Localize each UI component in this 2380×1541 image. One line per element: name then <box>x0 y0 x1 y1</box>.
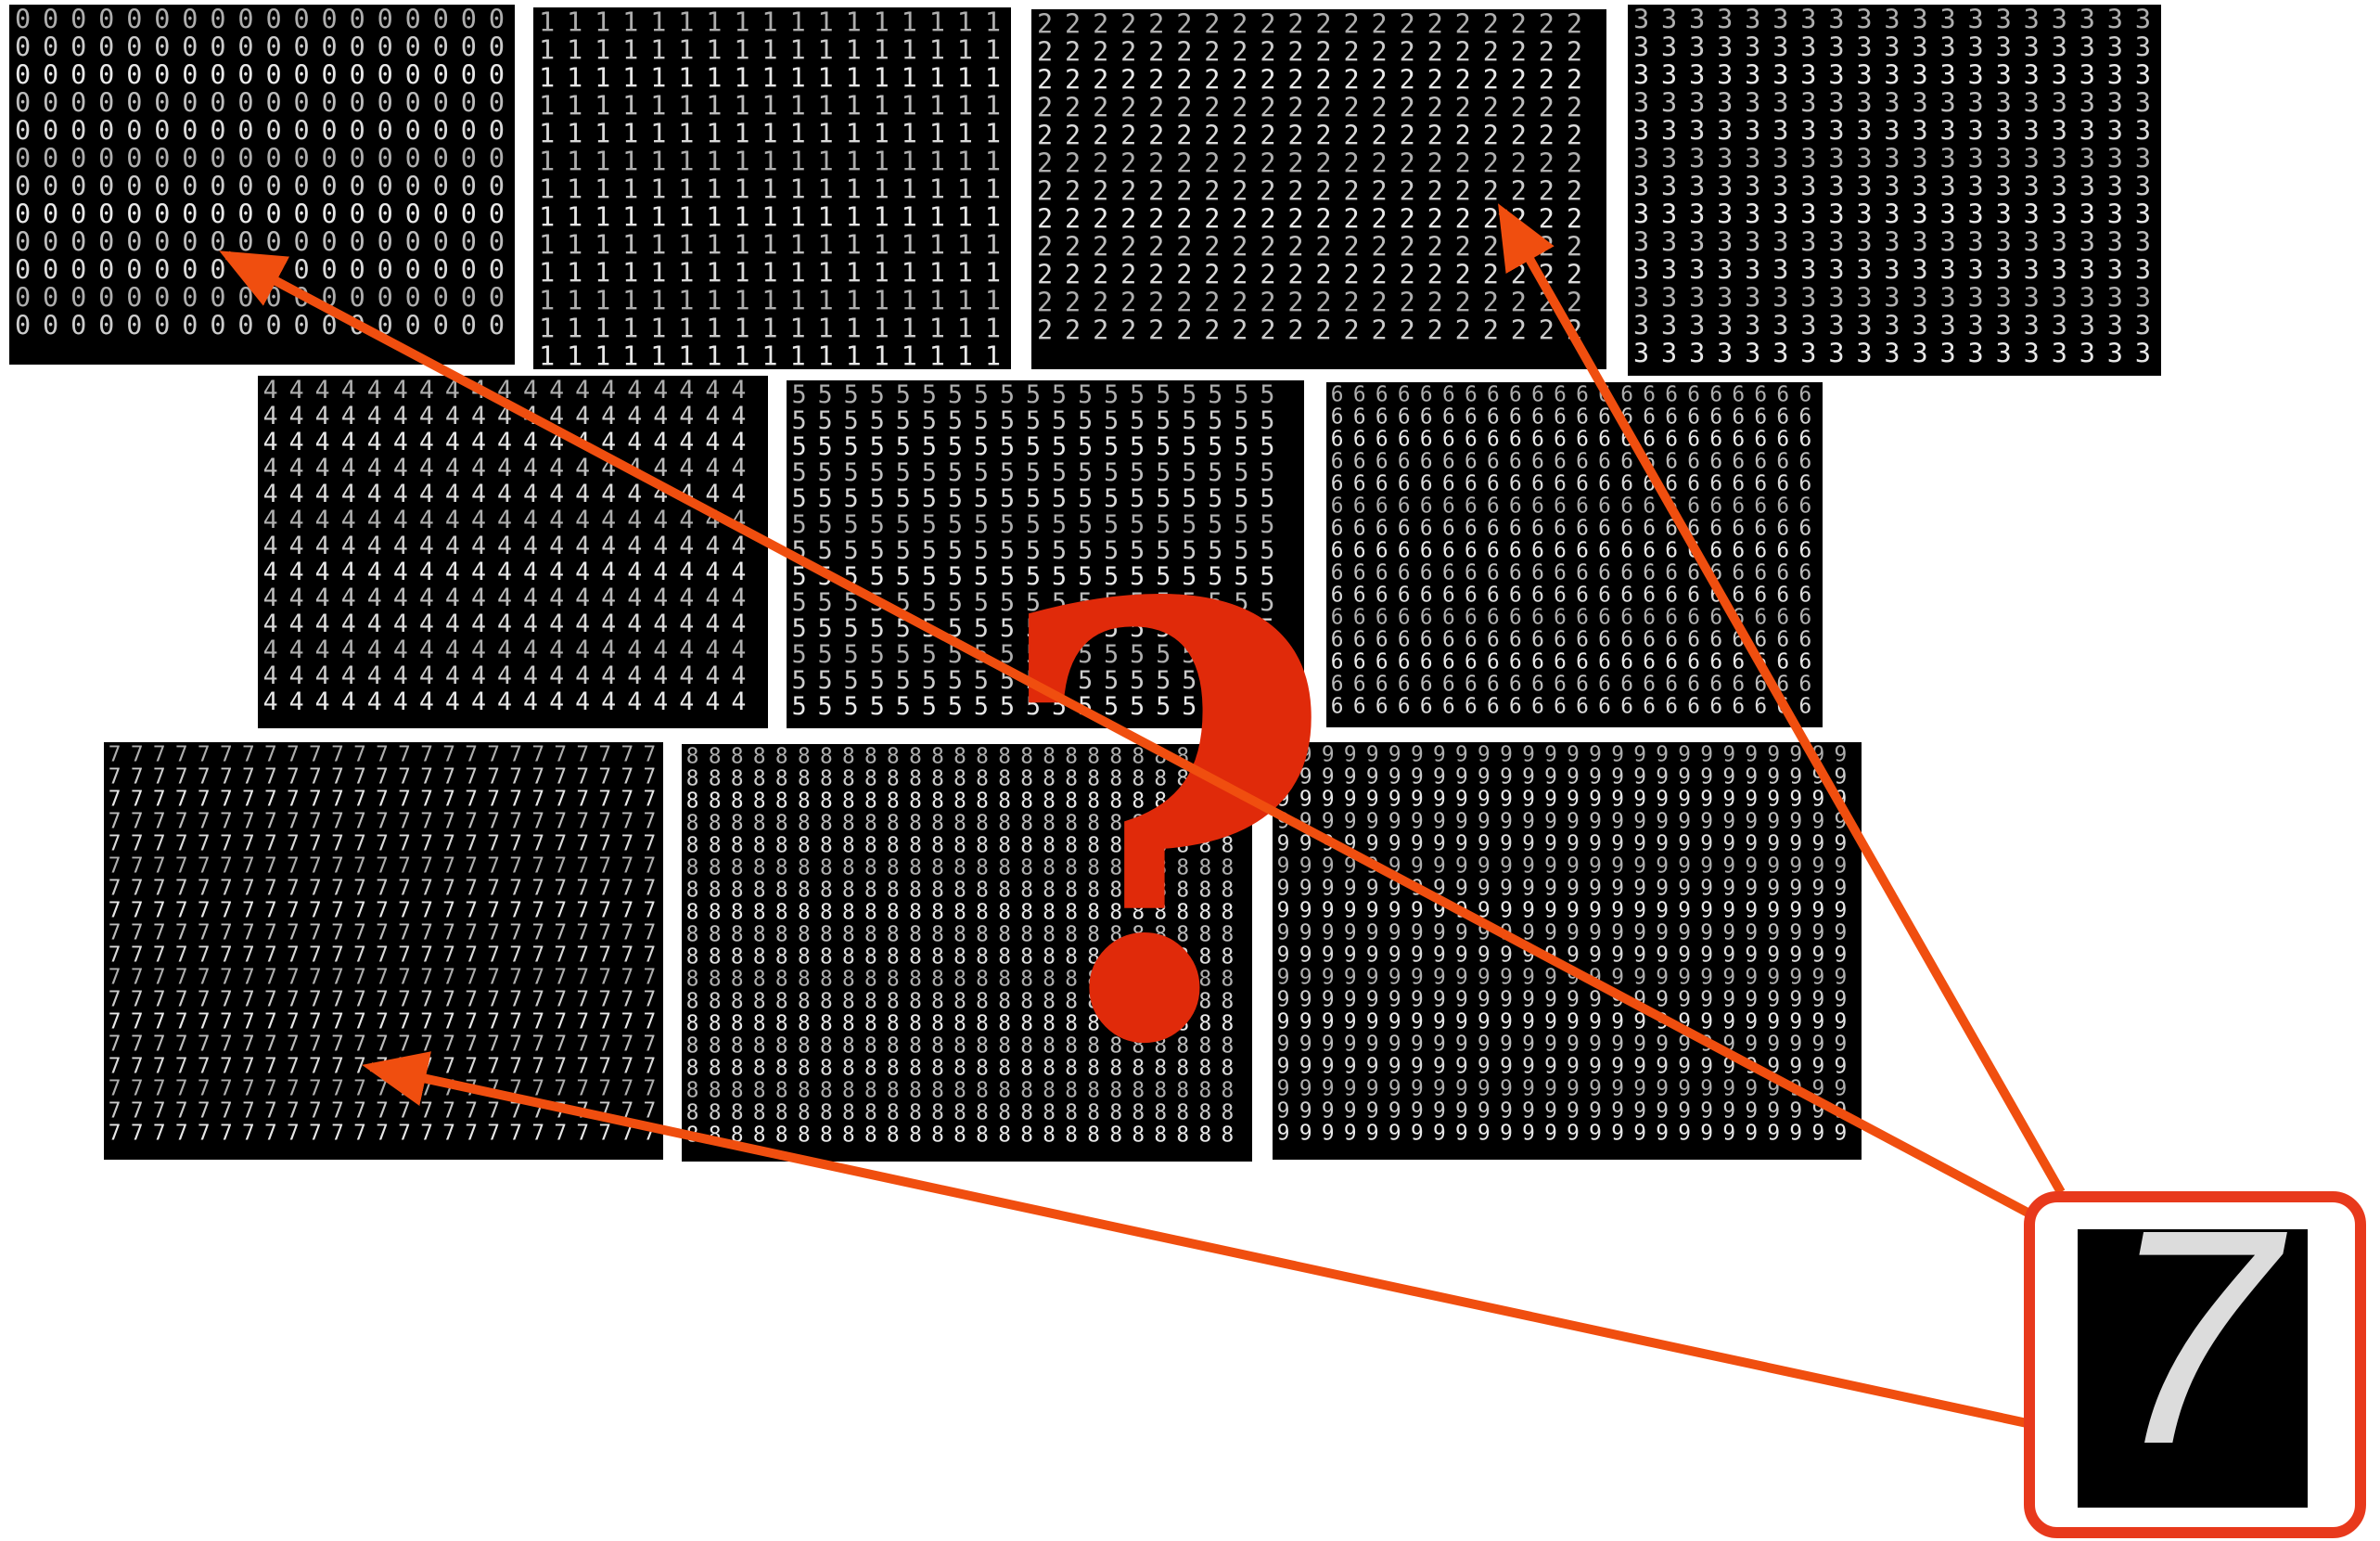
panel-digit-1-row: 11111111111111111 <box>539 174 1001 205</box>
query-digit: 7 <box>2107 1165 2289 1508</box>
panel-digit-2: 2222222222222222222222222222222222222222… <box>1031 9 1606 370</box>
question-mark: ? <box>991 477 1338 1175</box>
panel-digit-1-row: 11111111111111111 <box>539 7 1001 38</box>
panel-digit-1-row: 11111111111111111 <box>539 341 1001 372</box>
panel-digit-1-row: 11111111111111111 <box>539 35 1001 66</box>
panel-digit-9: 9999999999999999999999999999999999999999… <box>1273 742 1862 1160</box>
panel-digit-1-row: 11111111111111111 <box>539 258 1001 289</box>
panel-digit-1-row: 11111111111111111 <box>539 91 1001 122</box>
panel-digit-1-row: 11111111111111111 <box>539 286 1001 316</box>
query-image-frame: 7 <box>2029 1165 2361 1533</box>
panel-digit-0: 0000000000000000000000000000000000000000… <box>9 5 515 366</box>
panel-digit-1-row: 11111111111111111 <box>539 147 1001 177</box>
panel-digit-1-row: 11111111111111111 <box>539 230 1001 261</box>
panel-digit-7: 7777777777777777777777777777777777777777… <box>104 742 663 1160</box>
panel-digit-1-row: 11111111111111111 <box>539 119 1001 149</box>
panel-digit-3: 3333333333333333333333333333333333333333… <box>1628 5 2161 377</box>
panel-digit-1-row: 11111111111111111 <box>539 202 1001 233</box>
panel-digit-1-row: 11111111111111111 <box>539 63 1001 94</box>
panel-digit-1-row: 11111111111111111 <box>539 314 1001 344</box>
panel-digit-1: 1111111111111111111111111111111111111111… <box>533 7 1011 372</box>
